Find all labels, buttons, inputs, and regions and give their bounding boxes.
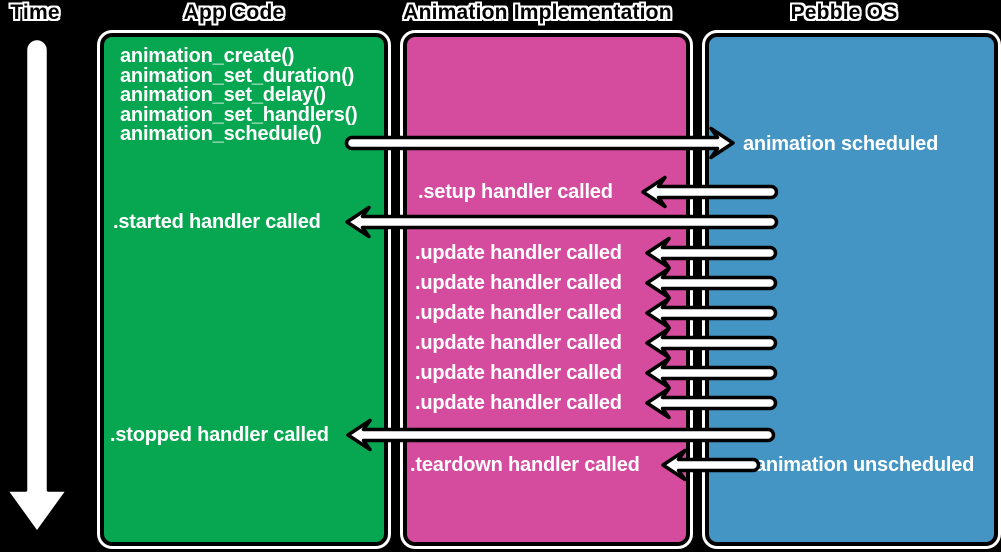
update-handler-label: .update handler called	[415, 392, 622, 414]
app-code-header: App Code	[183, 1, 285, 24]
time-axis-label: Time	[10, 1, 60, 24]
animation-unscheduled-label: animation unscheduled	[755, 454, 975, 476]
api-call-set-handlers: animation_set_handlers()	[120, 103, 358, 126]
stopped-handler-label: .stopped handler called	[110, 424, 329, 446]
update-handler-list: .update handler called .update handler c…	[415, 238, 622, 418]
time-arrow	[4, 36, 70, 535]
pebble-os-header: Pebble OS	[790, 1, 898, 24]
animation-scheduled-label: animation scheduled	[743, 133, 939, 155]
update-handler-label: .update handler called	[415, 302, 622, 324]
animation-implementation-box	[403, 33, 690, 546]
api-call-set-duration: animation_set_duration()	[120, 64, 355, 87]
update-handler-label: .update handler called	[415, 362, 622, 384]
app-code-box	[100, 33, 388, 546]
update-handler-label: .update handler called	[415, 272, 622, 294]
api-call-list: animation_create() animation_set_duratio…	[120, 45, 358, 145]
api-call-animation-create: animation_create()	[120, 45, 295, 67]
animation-implementation-header: Animation Implementation	[403, 1, 672, 24]
update-handler-label: .update handler called	[415, 242, 622, 264]
teardown-handler-label: .teardown handler called	[410, 454, 640, 476]
api-call-schedule: animation_schedule()	[120, 123, 322, 145]
setup-handler-label: .setup handler called	[418, 181, 613, 203]
started-handler-label: .started handler called	[113, 211, 321, 233]
update-handler-label: .update handler called	[415, 332, 622, 354]
api-call-set-delay: animation_set_delay()	[120, 84, 326, 106]
